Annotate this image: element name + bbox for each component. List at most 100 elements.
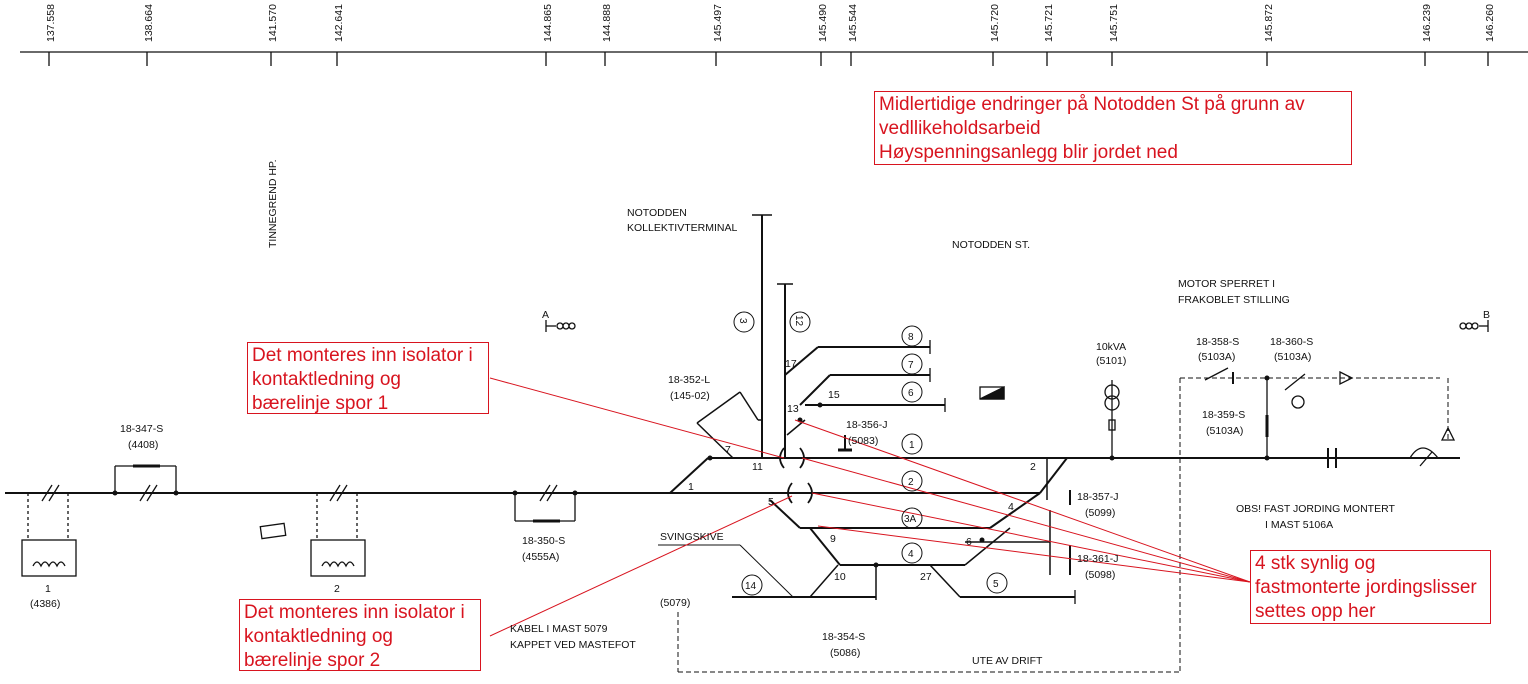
switch-18-347-S — [114, 464, 177, 502]
km-label: 145.720 — [989, 4, 1001, 42]
transformer-2-label: 2 — [334, 583, 340, 595]
km-label: 138.664 — [143, 4, 155, 42]
km-labels: 137.558 138.664 141.570 142.641 144.865 … — [45, 4, 1496, 42]
km-ticks — [48, 52, 1489, 66]
annotation-top: Midlertidige endringer på Notodden St på… — [874, 91, 1352, 165]
switch-mast: (4408) — [128, 439, 158, 451]
annotation-spor-2-line: kontaktledning og — [244, 626, 393, 647]
annotation-jording: 4 stk synlig og fastmonterte jordingslis… — [1250, 550, 1491, 624]
switch-label: 18-357-J — [1077, 491, 1118, 503]
kva-label: 10kVA — [1096, 341, 1126, 353]
annotation-jording-line: fastmonterte jordingslisser — [1255, 577, 1477, 598]
switch-mast: (145-02) — [670, 390, 710, 402]
point-b-marker — [1459, 320, 1489, 332]
switch-number: 13 — [787, 403, 799, 415]
transformer-10kva — [1104, 380, 1120, 458]
km-label: 145.497 — [712, 4, 724, 42]
switch-number: 17 — [785, 358, 797, 370]
switch-mast: (5098) — [1085, 569, 1115, 581]
switch-label: 18-361-J — [1077, 553, 1118, 565]
track-number: 6 — [908, 388, 914, 399]
svingskive-label: SVINGSKIVE — [660, 531, 724, 543]
switch-number: 15 — [828, 389, 840, 401]
annotation-spor-2: Det monteres inn isolator i kontaktledni… — [239, 599, 481, 671]
track-number: 7 — [908, 360, 914, 371]
switch-number: 11 — [752, 461, 763, 473]
track-number: 8 — [908, 332, 914, 343]
obs-label-2: I MAST 5106A — [1265, 519, 1333, 531]
km-label: 137.558 — [45, 4, 57, 42]
switch-label: 18-354-S — [822, 631, 865, 643]
switch-mast: (5083) — [848, 435, 878, 447]
transformer-2 — [310, 493, 366, 577]
kabel-label-1: KABEL I MAST 5079 — [510, 623, 608, 635]
transformer-1-label: 1 — [45, 583, 51, 595]
isolator-spor-1 — [779, 447, 805, 469]
km-label: 145.751 — [1108, 4, 1120, 42]
switch-label: 18-360-S — [1270, 336, 1313, 348]
km-label: 145.872 — [1263, 4, 1275, 42]
ute-av-drift-label: UTE AV DRIFT — [972, 655, 1043, 667]
point-b-label: B — [1483, 309, 1490, 321]
km-label: 141.570 — [267, 4, 279, 42]
annotation-jording-line: 4 stk synlig og — [1255, 553, 1376, 574]
annotation-top-line: Høyspenningsanlegg blir jordet ned — [879, 142, 1178, 163]
switch-mast: (5103A) — [1274, 351, 1311, 363]
switch-number: 5 — [768, 496, 774, 508]
terminal-label-1: NOTODDEN — [627, 207, 687, 219]
motor-label-1: MOTOR SPERRET I — [1178, 278, 1275, 290]
track-number-circles — [733, 311, 1008, 596]
km-label: 145.544 — [847, 4, 859, 42]
annotation-spor-1-line: kontaktledning og — [252, 369, 401, 390]
km-label: 144.888 — [601, 4, 613, 42]
switch-number: 27 — [920, 571, 932, 583]
track-number: 3 — [737, 318, 748, 324]
switch-number: 10 — [834, 571, 846, 583]
annotation-top-line: vedllikeholdsarbeid — [879, 118, 1041, 139]
switch-label: 18-359-S — [1202, 409, 1245, 421]
km-label: 146.239 — [1421, 4, 1433, 42]
mast-5079-label: (5079) — [660, 597, 690, 609]
track-number: 2 — [908, 477, 914, 488]
switch-mast: (5103A) — [1206, 425, 1243, 437]
track-number: 1 — [909, 440, 915, 451]
km-label: 144.865 — [542, 4, 554, 42]
annotation-spor-1-line: bærelinje spor 1 — [252, 393, 389, 414]
annotation-spor-2-line: Det monteres inn isolator i — [244, 602, 465, 623]
switch-label: 18-358-S — [1196, 336, 1239, 348]
km-label: 145.490 — [817, 4, 829, 42]
switch-number: 1 — [688, 481, 694, 493]
annotation-jording-line: settes opp her — [1255, 601, 1376, 622]
switch-number: 4 — [1008, 501, 1014, 513]
switch-mast: (5103A) — [1198, 351, 1235, 363]
annotation-top-line: Midlertidige endringer på Notodden St på… — [879, 94, 1305, 115]
tinnegrend-label: TINNEGREND HP. — [267, 160, 279, 249]
track-number: 4 — [908, 549, 914, 560]
point-a-label: A — [542, 309, 549, 321]
switch-number: 6 — [966, 536, 972, 548]
annotation-spor-1: Det monteres inn isolator i kontaktledni… — [247, 342, 489, 414]
annotation-spor-1-line: Det monteres inn isolator i — [252, 345, 473, 366]
switch-number: 2 — [1030, 461, 1036, 473]
track-number: 12 — [793, 315, 804, 327]
annotation-leaders — [489, 377, 1251, 637]
feeder-dashed — [677, 377, 1449, 673]
kva-mast: (5101) — [1096, 355, 1126, 367]
terminal-label-2: KOLLEKTIVTERMINAL — [627, 222, 737, 234]
switch-label: 18-347-S — [120, 423, 163, 435]
switch-label: 18-352-L — [668, 374, 710, 386]
switch-mast: (4555A) — [522, 551, 559, 563]
switch-label: 18-350-S — [522, 535, 565, 547]
km-label: 145.721 — [1043, 4, 1055, 42]
switch-18-350-S — [514, 484, 576, 523]
switch-mast: (5099) — [1085, 507, 1115, 519]
transformer-1-mast: (4386) — [30, 598, 60, 610]
station-label: NOTODDEN ST. — [952, 239, 1030, 251]
switch-mast: (5086) — [830, 647, 860, 659]
switch-label: 18-356-J — [846, 419, 887, 431]
obs-label-1: OBS! FAST JORDING MONTERT — [1236, 503, 1395, 515]
km-label: 146.260 — [1484, 4, 1496, 42]
annotation-spor-2-line: bærelinje spor 2 — [244, 650, 381, 671]
km-label: 142.641 — [333, 4, 345, 42]
